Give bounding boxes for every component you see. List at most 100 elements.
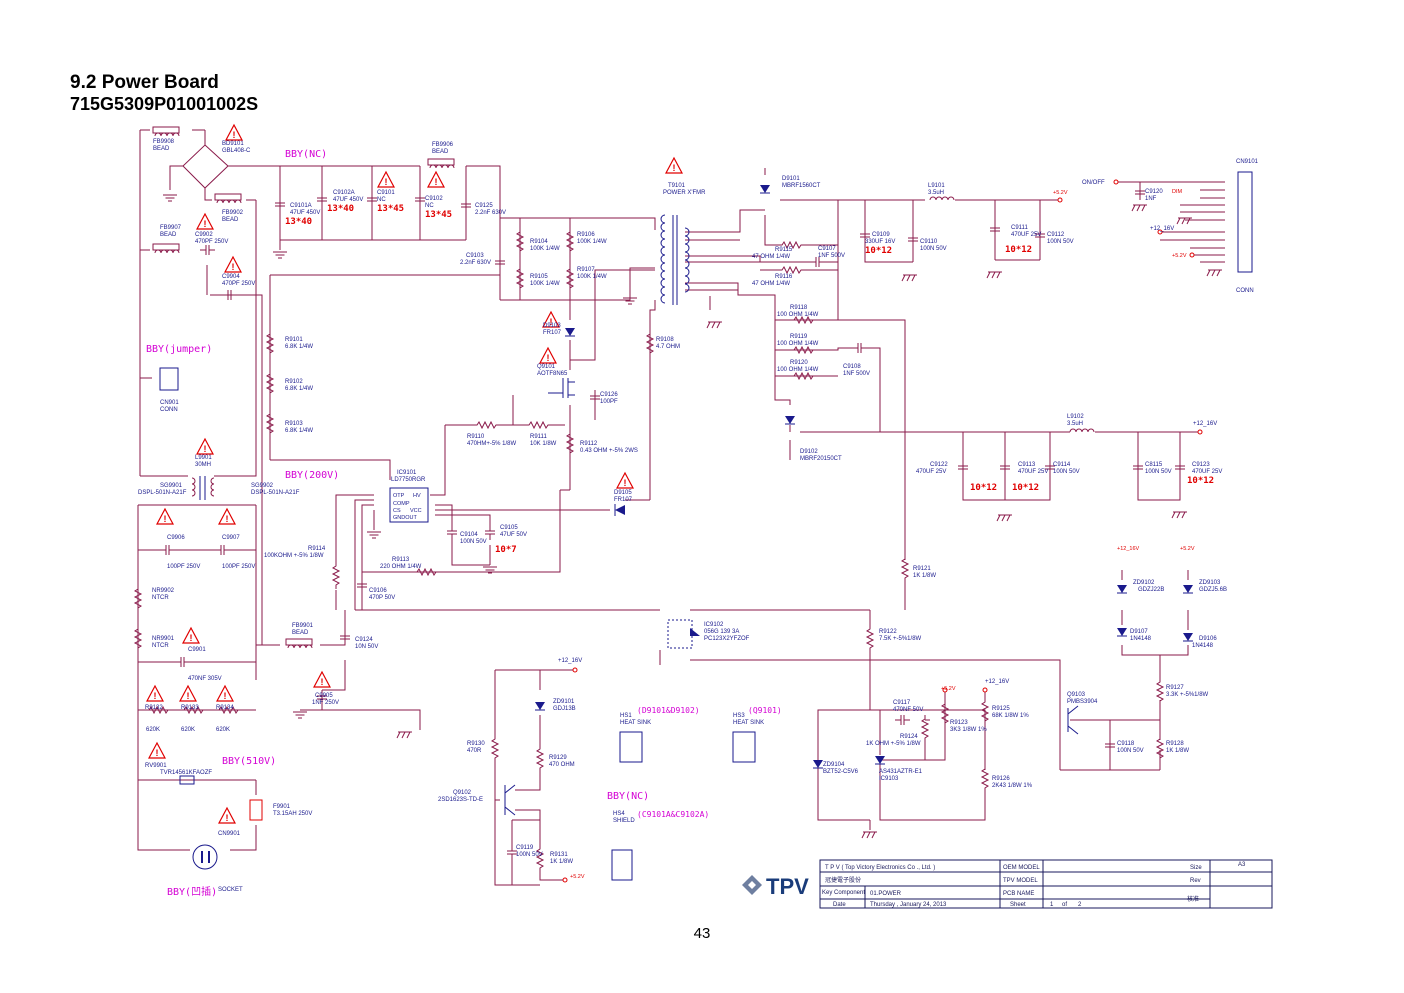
label-c8115: C8115 [1145, 462, 1163, 468]
value-r9104: 100K 1/4W [530, 246, 560, 252]
label-r9111: R9111 [530, 434, 547, 440]
label-fb9908: FB9908 [153, 139, 175, 145]
value-cn9901: SOCKET [218, 887, 243, 893]
value-c9112: 100N 50V [1047, 239, 1074, 245]
bjt-q9102 [504, 784, 516, 816]
value-ic9102-1: 056G 139 3A [704, 629, 739, 635]
tb-rev-label: Rev [1190, 878, 1201, 884]
label-r9104: R9104 [530, 239, 548, 245]
tpv-logo: TPV [742, 874, 809, 899]
value-r9115: 47 OHM 1/4W [752, 254, 790, 260]
label-l9901: L9901 [195, 455, 212, 461]
fuse-f9901 [249, 799, 263, 821]
label-q9103: Q9103 [1067, 692, 1086, 698]
value-c9103: 2.2nF 630V [460, 260, 491, 266]
code-c9109: 10*12 [865, 246, 892, 256]
value-r9125: 68K 1/8W 1% [992, 713, 1029, 719]
label-sg9901: SG9901 [160, 483, 183, 489]
label-c9110: C9110 [920, 239, 938, 245]
label-c9113: C9113 [1018, 462, 1036, 468]
value-c9117: 470NF 50V [893, 707, 923, 713]
value-c9907: 100PF 250V [222, 564, 255, 570]
value-l9102: 3.5uH [1067, 421, 1083, 427]
value-ic9102-2: PC123X2YFZOF [704, 636, 750, 642]
label-ic9102: IC9102 [704, 622, 724, 628]
net-p12v-zd: +12_16V [1117, 546, 1140, 552]
value-r9114: 100KOHM +-5% 1/8W [264, 553, 324, 559]
tb-of-label: of [1062, 902, 1067, 908]
label-r9128: R9128 [1166, 741, 1184, 747]
label-c9119: C9119 [516, 845, 534, 851]
value-fb9902: BEAD [222, 217, 239, 223]
value-d9106: 1N4148 [1192, 643, 1214, 649]
heatsink-hs3 [732, 731, 756, 763]
component-labels: FB9908 BEAD BD9101 GBL408-C FB9902 BEAD … [138, 139, 1259, 893]
ic9101-pin-gndout: GNDOUT [393, 515, 417, 521]
label-fb9907: FB9907 [160, 225, 182, 231]
label-c9126: C9126 [600, 392, 618, 398]
tb-company: T P V ( Top Victory Electronics Co ., Lt… [825, 865, 935, 871]
label-r9106: R9106 [577, 232, 595, 238]
build-notes: BBY(NC) BBY(jumper) BBY(200V) BBY(510V) … [146, 149, 1214, 898]
page-number: 43 [693, 925, 711, 942]
label-c9120: C9120 [1145, 189, 1163, 195]
label-r9121: R9121 [913, 566, 931, 572]
label-c9124: C9124 [355, 637, 373, 643]
label-sg9902: SG9902 [251, 483, 274, 489]
label-r9110: R9110 [467, 434, 485, 440]
label-nr9901: NR9901 [152, 636, 175, 642]
label-fb9901: FB9901 [292, 623, 314, 629]
value-c9118: 100N 50V [1117, 748, 1144, 754]
value-c9905: 1NF 250V [312, 700, 339, 706]
bby-jumper-note: BBY(jumper) [146, 344, 212, 355]
net-p5v2-out: +5.2V [1053, 190, 1068, 196]
ic9101-pin-comp: COMP [393, 501, 410, 507]
value-r9127: 3.3K +-5%1/8W [1166, 692, 1209, 698]
value-fb9907: BEAD [160, 232, 177, 238]
value-r9129: 470 OHM [549, 762, 575, 768]
value-r9101: 6.8K 1/4W [285, 344, 313, 350]
code-c9102a: 13*40 [327, 204, 354, 214]
heatsink-hs1 [619, 731, 643, 763]
label-r9114: R9114 [308, 546, 326, 552]
label-r9133: R9133 [181, 705, 199, 711]
net-p5v2-ref: +5.2V [941, 686, 956, 692]
label-l9102: L9102 [1067, 414, 1084, 420]
value-c9904: 470PF 250V [222, 281, 255, 287]
value-zd9103: GDZJ5.6B [1199, 587, 1227, 593]
label-c9907: C9907 [222, 535, 240, 541]
value-r9105: 100K 1/4W [530, 281, 560, 287]
value-hs3: HEAT SINK [733, 720, 764, 726]
value-d9105: FR107 [614, 497, 633, 503]
code-c9101: 13*45 [377, 204, 404, 214]
value-r9112: 0.43 OHM +-5% 2WS [580, 448, 638, 454]
label-r9101: R9101 [285, 337, 303, 343]
value-r9126: 2K43 1/8W 1% [992, 783, 1033, 789]
tb-key-component-value: 01.POWER [870, 891, 902, 897]
label-r9122: R9122 [879, 629, 897, 635]
label-c9905: C9905 [315, 693, 333, 699]
label-r9120: R9120 [790, 360, 808, 366]
code-c9102: 13*45 [425, 210, 452, 220]
value-r9134: 620K [216, 727, 230, 733]
value-c9105: 47UF 50V [500, 532, 527, 538]
label-ic9101: IC9101 [397, 470, 417, 476]
value-c9902: 470PF 250V [195, 239, 228, 245]
value-c9126: 100PF [600, 399, 618, 405]
tb-sheet-label: Sheet [1010, 902, 1026, 908]
label-r9113: R9113 [392, 557, 410, 563]
value-c9113: 470UF 25V [1018, 469, 1048, 475]
label-hs3: HS3 [733, 713, 745, 719]
label-c9107: C9107 [818, 246, 836, 252]
value-c9101a: 47UF 450V [290, 210, 320, 216]
label-c9102a: C9102A [333, 190, 355, 196]
value-cn9101: CONN [1236, 288, 1254, 294]
label-r9115: R9115 [775, 247, 793, 253]
value-r9120: 100 OHM 1/4W [777, 367, 819, 373]
label-q9102: Q9102 [453, 790, 472, 796]
label-c9103: C9103 [466, 253, 484, 259]
label-c9112: C9112 [1047, 232, 1065, 238]
label-r9112: R9112 [580, 441, 598, 447]
label-r9118: R9118 [790, 305, 808, 311]
net-onoff: ON/OFF [1082, 180, 1105, 186]
